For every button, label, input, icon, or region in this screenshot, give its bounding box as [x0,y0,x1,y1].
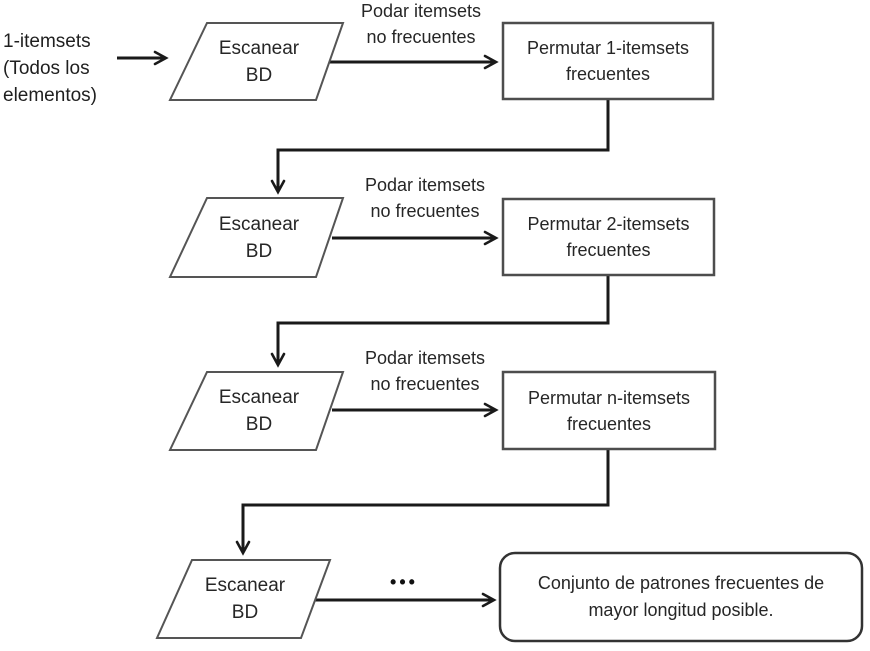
scan-db-label-2-line1: Escanear [218,213,300,235]
scan-db-label-3-line1: Escanear [218,387,300,408]
permutar-2-label-line2: frecuentes [566,240,651,260]
prune-label-3-line1: Podar itemsets [364,348,486,368]
permutar-2-label: Permutar 2-itemsets frecuentes [503,199,714,275]
scan-db-label-2: Escanear BD [187,198,331,277]
prune-label-3-line2: no frecuentes [370,374,480,394]
scan-db-label-1-line2: BD [245,64,273,86]
permutar-1-label-line2: frecuentes [565,64,651,84]
scan-db-label-1-line1: Escanear [218,37,300,59]
scan-db-parallelogram-1 [168,22,345,101]
prune-label-1-line1: Podar itemsets [360,1,482,21]
ellipsis-label: ••• [390,572,418,592]
permutar-n-box [501,370,717,451]
scan-db-label-2-line2: BD [245,240,273,262]
permutar-n-label-line2: frecuentes [566,413,652,434]
final-result-label: Conjunto de patrones frecuentes de mayor… [500,553,862,641]
scan-db-parallelogram-3 [168,371,345,451]
scan-db-label-1: Escanear BD [187,23,331,100]
scan-db-parallelogram-4 [155,559,332,639]
permutar-1-label: Permutar 1-itemsets frecuentes [503,23,713,99]
connector-box2-to-scan3 [270,275,610,368]
permutar-2-label-line1: Permutar 2-itemsets [527,214,690,234]
permutar-n-label-line1: Permutar n-itemsets [527,387,691,408]
scan-db-label-4-line1: Escanear [204,575,286,596]
permutar-1-label-line1: Permutar 1-itemsets [526,38,690,58]
final-result-label-line1: Conjunto de patrones frecuentes de [537,573,825,593]
connector-box3-to-scan4 [235,449,610,556]
prune-label-3: Podar itemsets no frecuentes [345,345,505,397]
permutar-2-box [501,197,716,277]
start-label-line2: (Todos los [3,58,90,79]
connector-box1-to-scan2 [270,99,610,195]
final-result-label-line2: mayor longitud posible. [588,600,774,620]
permutar-n-label: Permutar n-itemsets frecuentes [503,372,715,449]
prune-label-2: Podar itemsets no frecuentes [345,172,505,224]
start-label-line1: 1-itemsets [3,31,91,52]
scan-db-label-3: Escanear BD [187,372,331,450]
start-label-line3: elementos) [3,85,97,106]
prune-label-1: Podar itemsets no frecuentes [341,0,501,50]
prune-label-1-line2: no frecuentes [366,27,476,47]
prune-label-2-line2: no frecuentes [370,201,480,221]
prune-label-2-line1: Podar itemsets [364,175,486,195]
scan-db-label-4: Escanear BD [173,560,317,638]
scan-db-label-4-line2: BD [231,602,259,623]
final-result-rounded-box [498,551,864,643]
start-label: 1-itemsets (Todos los elementos) [3,28,123,109]
scan-db-parallelogram-2 [168,197,345,278]
scan-db-label-3-line2: BD [245,414,273,435]
permutar-1-box [501,21,715,101]
